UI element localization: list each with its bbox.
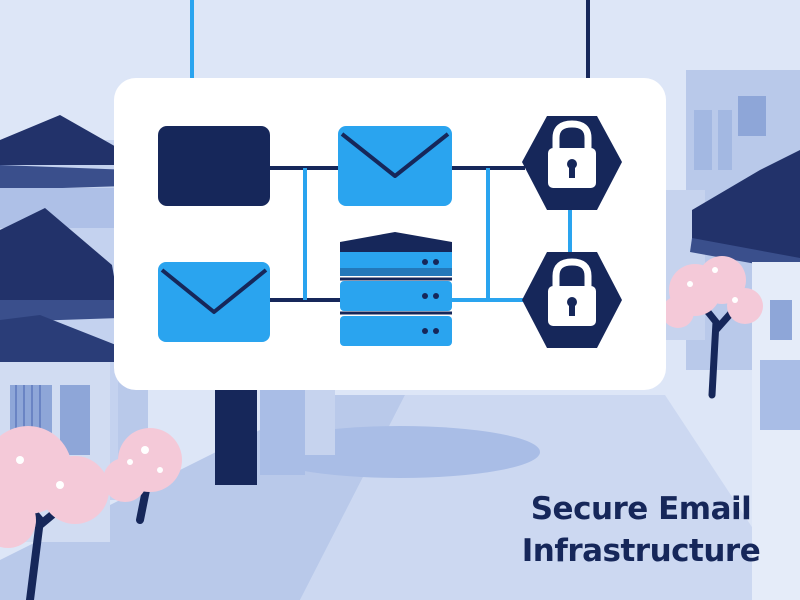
server-stack-icon	[340, 232, 452, 346]
caption-line-2: Infrastructure	[521, 533, 761, 569]
padlock-icon	[522, 116, 622, 210]
hanok-house-right	[690, 150, 800, 600]
cherry-blossom-tree-left	[0, 426, 182, 600]
network-connectors	[270, 166, 572, 302]
caption-title: Secure Email Infrastructure	[496, 488, 786, 572]
dark-rectangle-icon	[158, 126, 270, 206]
caption-line-1: Secure Email	[530, 491, 752, 527]
cherry-blossom-tree-right	[662, 256, 763, 399]
envelope-icon	[158, 262, 270, 342]
padlock-icon	[522, 252, 622, 348]
envelope-icon	[338, 126, 452, 206]
